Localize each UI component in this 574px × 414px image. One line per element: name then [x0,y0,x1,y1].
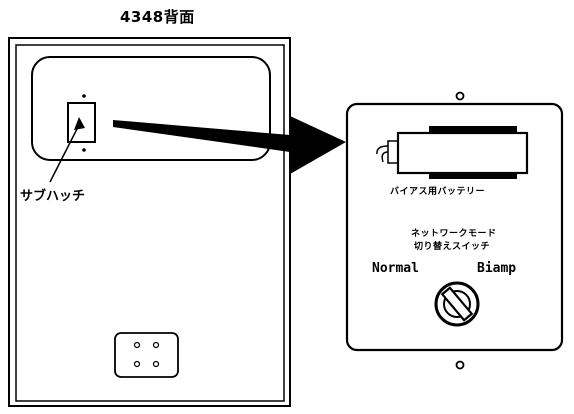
battery-connector [387,140,399,164]
terminal-3 [133,360,141,368]
terminal-plate [114,332,179,378]
network-mode-switch [434,281,480,327]
switch-outer-ring [434,281,480,327]
switch-title-line2: 切り替えスイッチ [414,242,491,252]
detail-panel [345,91,564,370]
switch-position-normal: Normal [372,261,419,276]
terminal-4 [152,360,160,368]
sub-hatch-label: サブハッチ [20,189,86,204]
battery-label: バイアス用バッテリー [390,187,486,197]
detail-arrow [113,116,346,174]
speaker-back-panel [8,37,291,407]
switch-knob [440,286,474,322]
detail-panel-outline [345,102,564,352]
sub-hatch-area [31,56,271,161]
battery-top-cap [429,126,517,132]
sub-hatch-pointer [49,117,85,183]
terminal-2 [152,341,160,349]
switch-position-biamp: Biamp [477,261,517,276]
switch-title-line1: ネットワークモード [411,229,497,239]
hatch-screw-top [82,94,86,98]
switch-inner-ring [443,290,471,318]
terminal-1 [133,341,141,349]
detail-panel-screw-top [455,91,465,101]
battery-body [396,131,529,175]
diagram-title: 4348背面 [120,8,195,26]
sub-hatch-cover [67,94,96,152]
battery-bottom-cap [429,174,517,179]
battery-wire-2 [381,151,389,163]
panel-outer-frame [8,37,291,407]
terminal-plate-outline [114,332,179,378]
panel-inner-frame [15,44,285,402]
detail-panel-screw-bottom [455,360,465,370]
hatch-screw-bottom [82,148,86,152]
bias-battery [376,126,529,179]
hatch-cover-rect [67,102,96,143]
battery-wire-1 [376,145,389,155]
